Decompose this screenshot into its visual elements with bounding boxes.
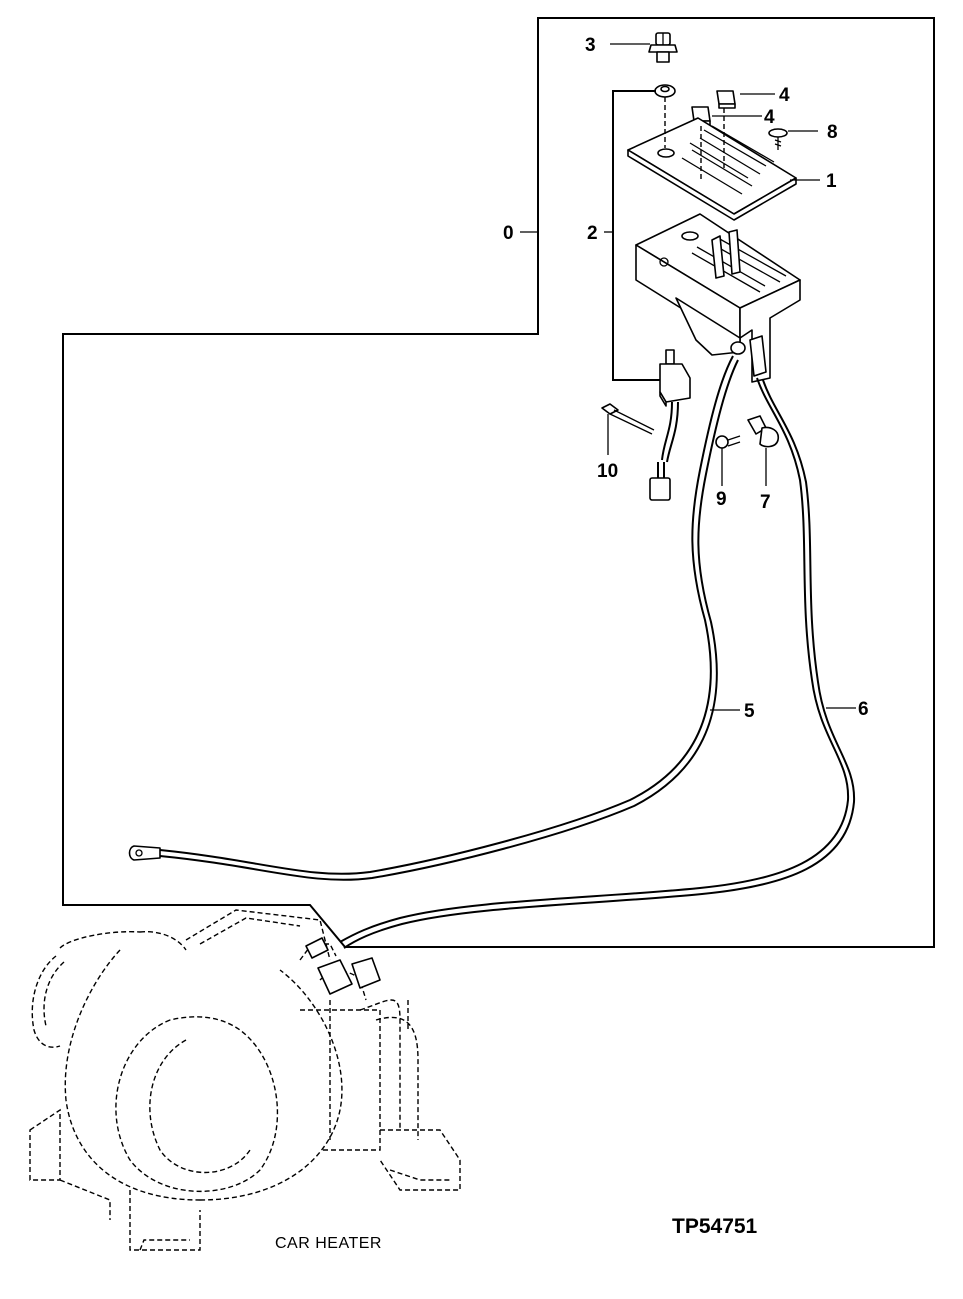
control-bracket [635, 213, 801, 383]
cable-6 [339, 377, 856, 949]
callout-4a: 4 [779, 85, 790, 106]
callout-5: 5 [744, 701, 755, 722]
callout-3: 3 [585, 35, 596, 56]
car-heater-illustration [29, 909, 461, 1251]
callout-7: 7 [760, 492, 771, 513]
callout-0: 0 [503, 223, 514, 244]
knob-part [648, 32, 678, 63]
callout-2: 2 [587, 223, 598, 244]
callout-1: 1 [826, 171, 837, 192]
group-boundary-outline [62, 17, 935, 948]
clamp-part-7 [747, 415, 780, 486]
group-2-leader [612, 90, 660, 381]
switch-connector [649, 349, 691, 501]
screw-part-8 [768, 128, 788, 150]
screw-part-9 [715, 435, 741, 486]
callout-4b: 4 [764, 107, 775, 128]
callout-10: 10 [597, 461, 618, 482]
callout-8: 8 [827, 122, 838, 143]
callout-9: 9 [716, 489, 727, 510]
figure-reference-code: TP54751 [672, 1215, 758, 1238]
cover-plate [627, 117, 797, 221]
nut-part [654, 84, 676, 98]
callout-6: 6 [858, 699, 869, 720]
cable-tie-part [601, 403, 655, 455]
cable-5 [128, 355, 739, 881]
lever-knob-rear [716, 90, 736, 109]
car-heater-caption: CAR HEATER [275, 1235, 382, 1252]
